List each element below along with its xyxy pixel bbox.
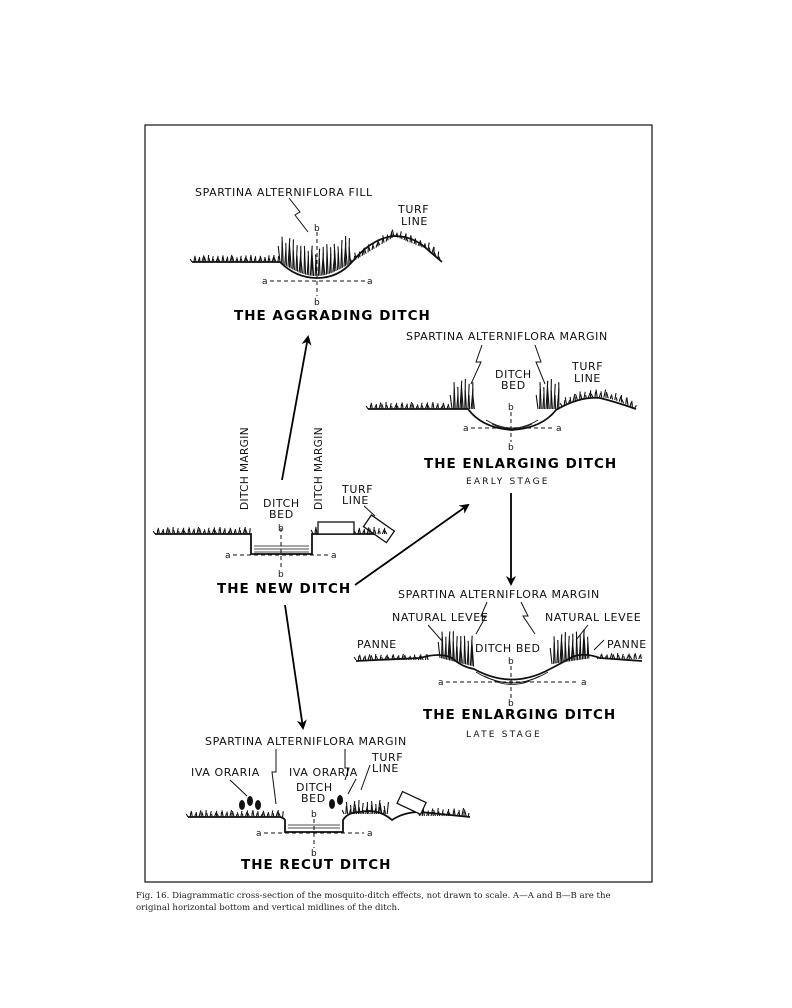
enlarging-early-turf-label-1: TURF — [571, 360, 603, 373]
new-ditch-bed-label-1: DITCH — [263, 497, 300, 510]
figure-caption: Fig. 16. Diagrammatic cross-section of t… — [136, 890, 656, 914]
enlarging-early-bed-label-2: BED — [501, 379, 526, 392]
enlarging-late-leader-right — [520, 601, 536, 635]
enlarging-late-axis-b-top: b — [508, 657, 514, 667]
new-ditch-margin-right: DITCH MARGIN — [313, 427, 325, 510]
caption-fig-number: Fig. 16. — [136, 891, 170, 901]
caption-line-1: Diagrammatic cross-section of the mosqui… — [172, 891, 611, 901]
aggrading-fill-leader — [288, 197, 309, 233]
recut-iva-left: IVA ORARIA — [191, 766, 260, 779]
enlarging-late-title: THE ENLARGING DITCH — [423, 707, 616, 723]
enlarging-early-axis-a-left: a — [463, 424, 469, 434]
enlarging-early-panel: SPARTINA ALTERNIFLORA MARGIN DITCH BED T… — [365, 330, 637, 487]
enlarging-early-water — [485, 419, 539, 430]
new-ditch-margin-left: DITCH MARGIN — [239, 427, 251, 510]
enlarging-early-marsh-grass — [365, 378, 637, 410]
recut-axis-a-right: a — [367, 829, 373, 839]
aggrading-turf-label-1: TURF — [397, 203, 429, 216]
enlarging-late-axis-b-bottom: b — [508, 699, 514, 709]
enlarging-early-turf-label-2: LINE — [574, 372, 601, 385]
recut-iva-leader-right — [347, 778, 357, 795]
enlarging-late-panne-leader-right — [593, 639, 605, 651]
new-ditch-title: THE NEW DITCH — [217, 581, 351, 597]
recut-bed-label-1: DITCH — [296, 781, 333, 794]
arrow-new-to-recut — [284, 604, 307, 730]
recut-turf-label-1: TURF — [371, 751, 403, 764]
arrow-new-to-enlarging-early — [354, 503, 470, 586]
recut-turf-leader — [360, 764, 371, 791]
new-ditch-ground-profile — [155, 533, 390, 555]
recut-axis-b-bottom: b — [311, 849, 317, 859]
enlarging-early-bed-label-1: DITCH — [495, 368, 532, 381]
enlarging-early-axis-b-bottom: b — [508, 443, 514, 453]
enlarging-late-leader-left — [475, 601, 488, 635]
recut-marsh-grass — [185, 799, 470, 818]
enlarging-late-levee-leader-left — [427, 624, 444, 643]
figure-frame — [144, 124, 653, 883]
enlarging-late-levee-right: NATURAL LEVEE — [545, 611, 641, 624]
recut-iva-leader-left — [229, 779, 248, 797]
recut-ditch-panel: SPARTINA ALTERNIFLORA MARGIN IVA ORARIA … — [185, 735, 471, 873]
new-ditch-marsh-grass — [152, 526, 388, 535]
enlarging-late-stage: LATE STAGE — [466, 730, 542, 740]
new-ditch-axis-a-left: a — [225, 551, 231, 561]
aggrading-turf-label-2: LINE — [401, 215, 428, 228]
enlarging-late-margin-label: SPARTINA ALTERNIFLORA MARGIN — [398, 588, 600, 601]
new-ditch-axis-a-right: a — [331, 551, 337, 561]
enlarging-late-axis-a-left: a — [438, 678, 444, 688]
aggrading-fill-label: SPARTINA ALTERNIFLORA FILL — [195, 186, 373, 199]
enlarging-late-marsh-grass — [353, 629, 642, 667]
recut-iva-right: IVA ORARIA — [289, 766, 358, 779]
enlarging-early-leader-right — [534, 344, 546, 385]
recut-bed-label-2: BED — [301, 792, 326, 805]
enlarging-early-margin-label: SPARTINA ALTERNIFLORA MARGIN — [406, 330, 608, 343]
enlarging-early-stage: EARLY STAGE — [466, 477, 550, 487]
recut-leader-margin-left — [271, 749, 277, 805]
new-ditch-panel: DITCH MARGIN DITCH MARGIN DITCH BED TURF… — [152, 427, 396, 597]
arrow-new-to-aggrading — [281, 335, 312, 481]
recut-axis-b-top: b — [311, 810, 317, 820]
enlarging-early-axis-b-top: b — [508, 403, 514, 413]
aggrading-axis-b-top: b — [314, 224, 320, 234]
recut-margin-label: SPARTINA ALTERNIFLORA MARGIN — [205, 735, 407, 748]
caption-line-2: original horizontal bottom and vertical … — [136, 903, 400, 913]
new-ditch-turf-leader — [363, 505, 376, 517]
enlarging-early-ground-profile — [368, 396, 637, 431]
enlarging-late-panel: SPARTINA ALTERNIFLORA MARGIN NATURAL LEV… — [353, 588, 647, 740]
enlarging-early-axis-a-right: a — [556, 424, 562, 434]
recut-iva-shrubs — [239, 795, 343, 810]
recut-leader-margin-right — [344, 749, 350, 781]
aggrading-ditch-panel: SPARTINA ALTERNIFLORA FILL TURF LINE b a… — [189, 186, 443, 324]
new-ditch-bed-label-2: BED — [269, 508, 294, 521]
new-ditch-turf-label-1: TURF — [341, 483, 373, 496]
enlarging-late-water — [475, 671, 549, 685]
enlarging-late-levee-leader-right — [575, 624, 589, 641]
aggrading-spartina-fill — [189, 229, 441, 277]
recut-turf-piece — [396, 790, 427, 816]
recut-title: THE RECUT DITCH — [241, 857, 391, 873]
recut-turf-label-2: LINE — [372, 762, 399, 775]
aggrading-axis-b-bottom: b — [314, 298, 320, 308]
new-ditch-axis-b-bottom: b — [278, 570, 284, 580]
new-ditch-turf-block — [317, 521, 355, 535]
enlarging-early-leader-left — [470, 344, 483, 385]
enlarging-late-panne-left: PANNE — [357, 638, 397, 651]
new-ditch-turf-label-2: LINE — [342, 494, 369, 507]
enlarging-late-levee-left: NATURAL LEVEE — [392, 611, 488, 624]
enlarging-late-axis-a-right: a — [581, 678, 587, 688]
aggrading-axis-a-right: a — [367, 277, 373, 287]
enlarging-late-panne-right: PANNE — [607, 638, 647, 651]
enlarging-early-title: THE ENLARGING DITCH — [424, 456, 617, 472]
enlarging-late-ground-profile — [355, 653, 643, 681]
recut-axis-a-left: a — [256, 829, 262, 839]
aggrading-title: THE AGGRADING DITCH — [234, 308, 431, 324]
aggrading-axis-a-left: a — [262, 277, 268, 287]
enlarging-late-bed-label: DITCH BED — [475, 642, 541, 655]
